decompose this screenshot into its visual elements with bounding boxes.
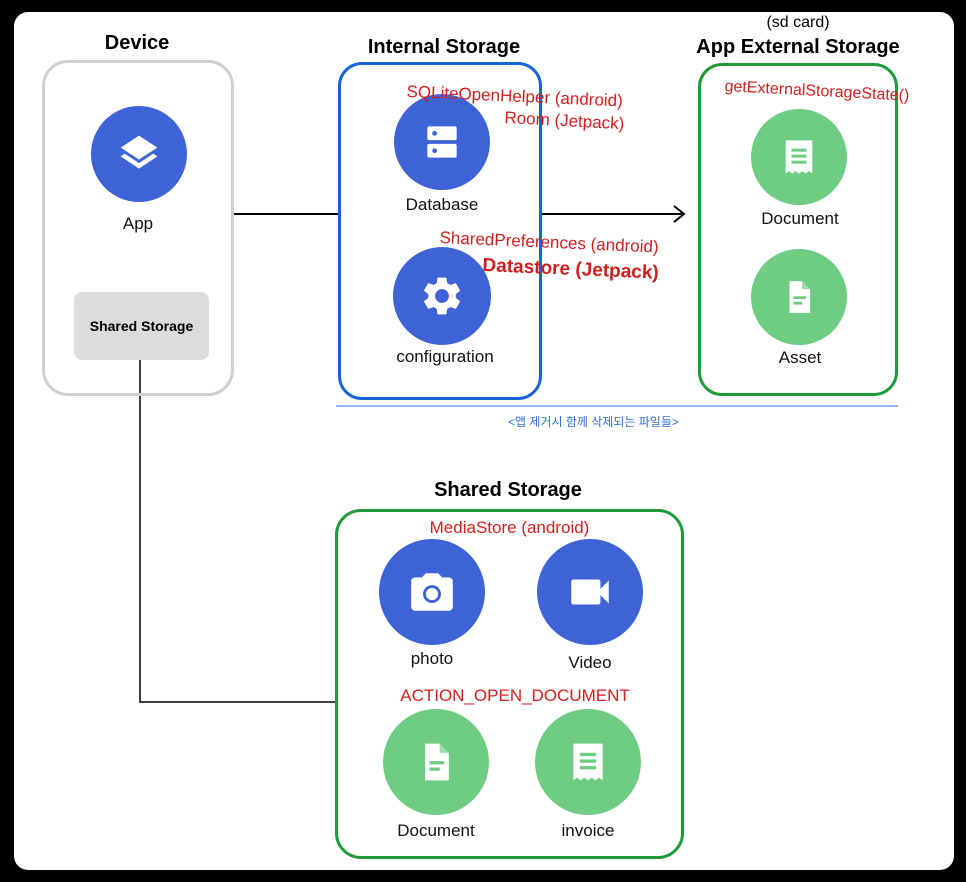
file-icon — [751, 249, 847, 345]
file-icon — [383, 709, 489, 815]
external-document-label: Document — [761, 209, 839, 228]
shared-storage-box — [335, 509, 684, 859]
mediastore-annotation: MediaStore (android) — [429, 518, 590, 537]
external-storage-subtitle: (sd card) — [766, 14, 830, 31]
camera-icon — [379, 539, 485, 645]
internal-storage-box — [338, 62, 542, 400]
app-label: App — [122, 214, 154, 233]
database-icon — [394, 94, 490, 190]
removal-note: <앱 제거시 함께 삭제되는 파일들> — [508, 415, 679, 429]
connector-lines — [139, 205, 898, 703]
device-shared-storage-badge: Shared Storage — [74, 292, 209, 360]
device-title: Device — [104, 32, 170, 54]
shared-storage-title: Shared Storage — [434, 479, 582, 501]
receipt-icon — [751, 109, 847, 205]
internal-storage-title: Internal Storage — [367, 36, 521, 58]
device-to-shared-line — [139, 358, 336, 703]
photo-label: photo — [410, 649, 454, 668]
asset-label: Asset — [778, 348, 822, 367]
gear-icon — [393, 247, 491, 345]
receipt-icon — [535, 709, 641, 815]
videocam-icon — [537, 539, 643, 645]
external-storage-title: App External Storage — [696, 36, 900, 58]
configuration-label: configuration — [396, 347, 494, 366]
database-label: Database — [405, 195, 479, 214]
shared-document-label: Document — [397, 821, 475, 840]
external-storage-box — [698, 63, 898, 396]
video-label: Video — [568, 653, 612, 672]
device-box: App Shared Storage — [42, 60, 234, 396]
action-open-document-annotation: ACTION_OPEN_DOCUMENT — [400, 686, 630, 705]
diagram-canvas: Device App Shared Storage Internal Stora… — [14, 12, 954, 870]
invoice-label: invoice — [561, 821, 615, 840]
arrow-head — [673, 205, 686, 223]
app-icon — [91, 106, 187, 202]
